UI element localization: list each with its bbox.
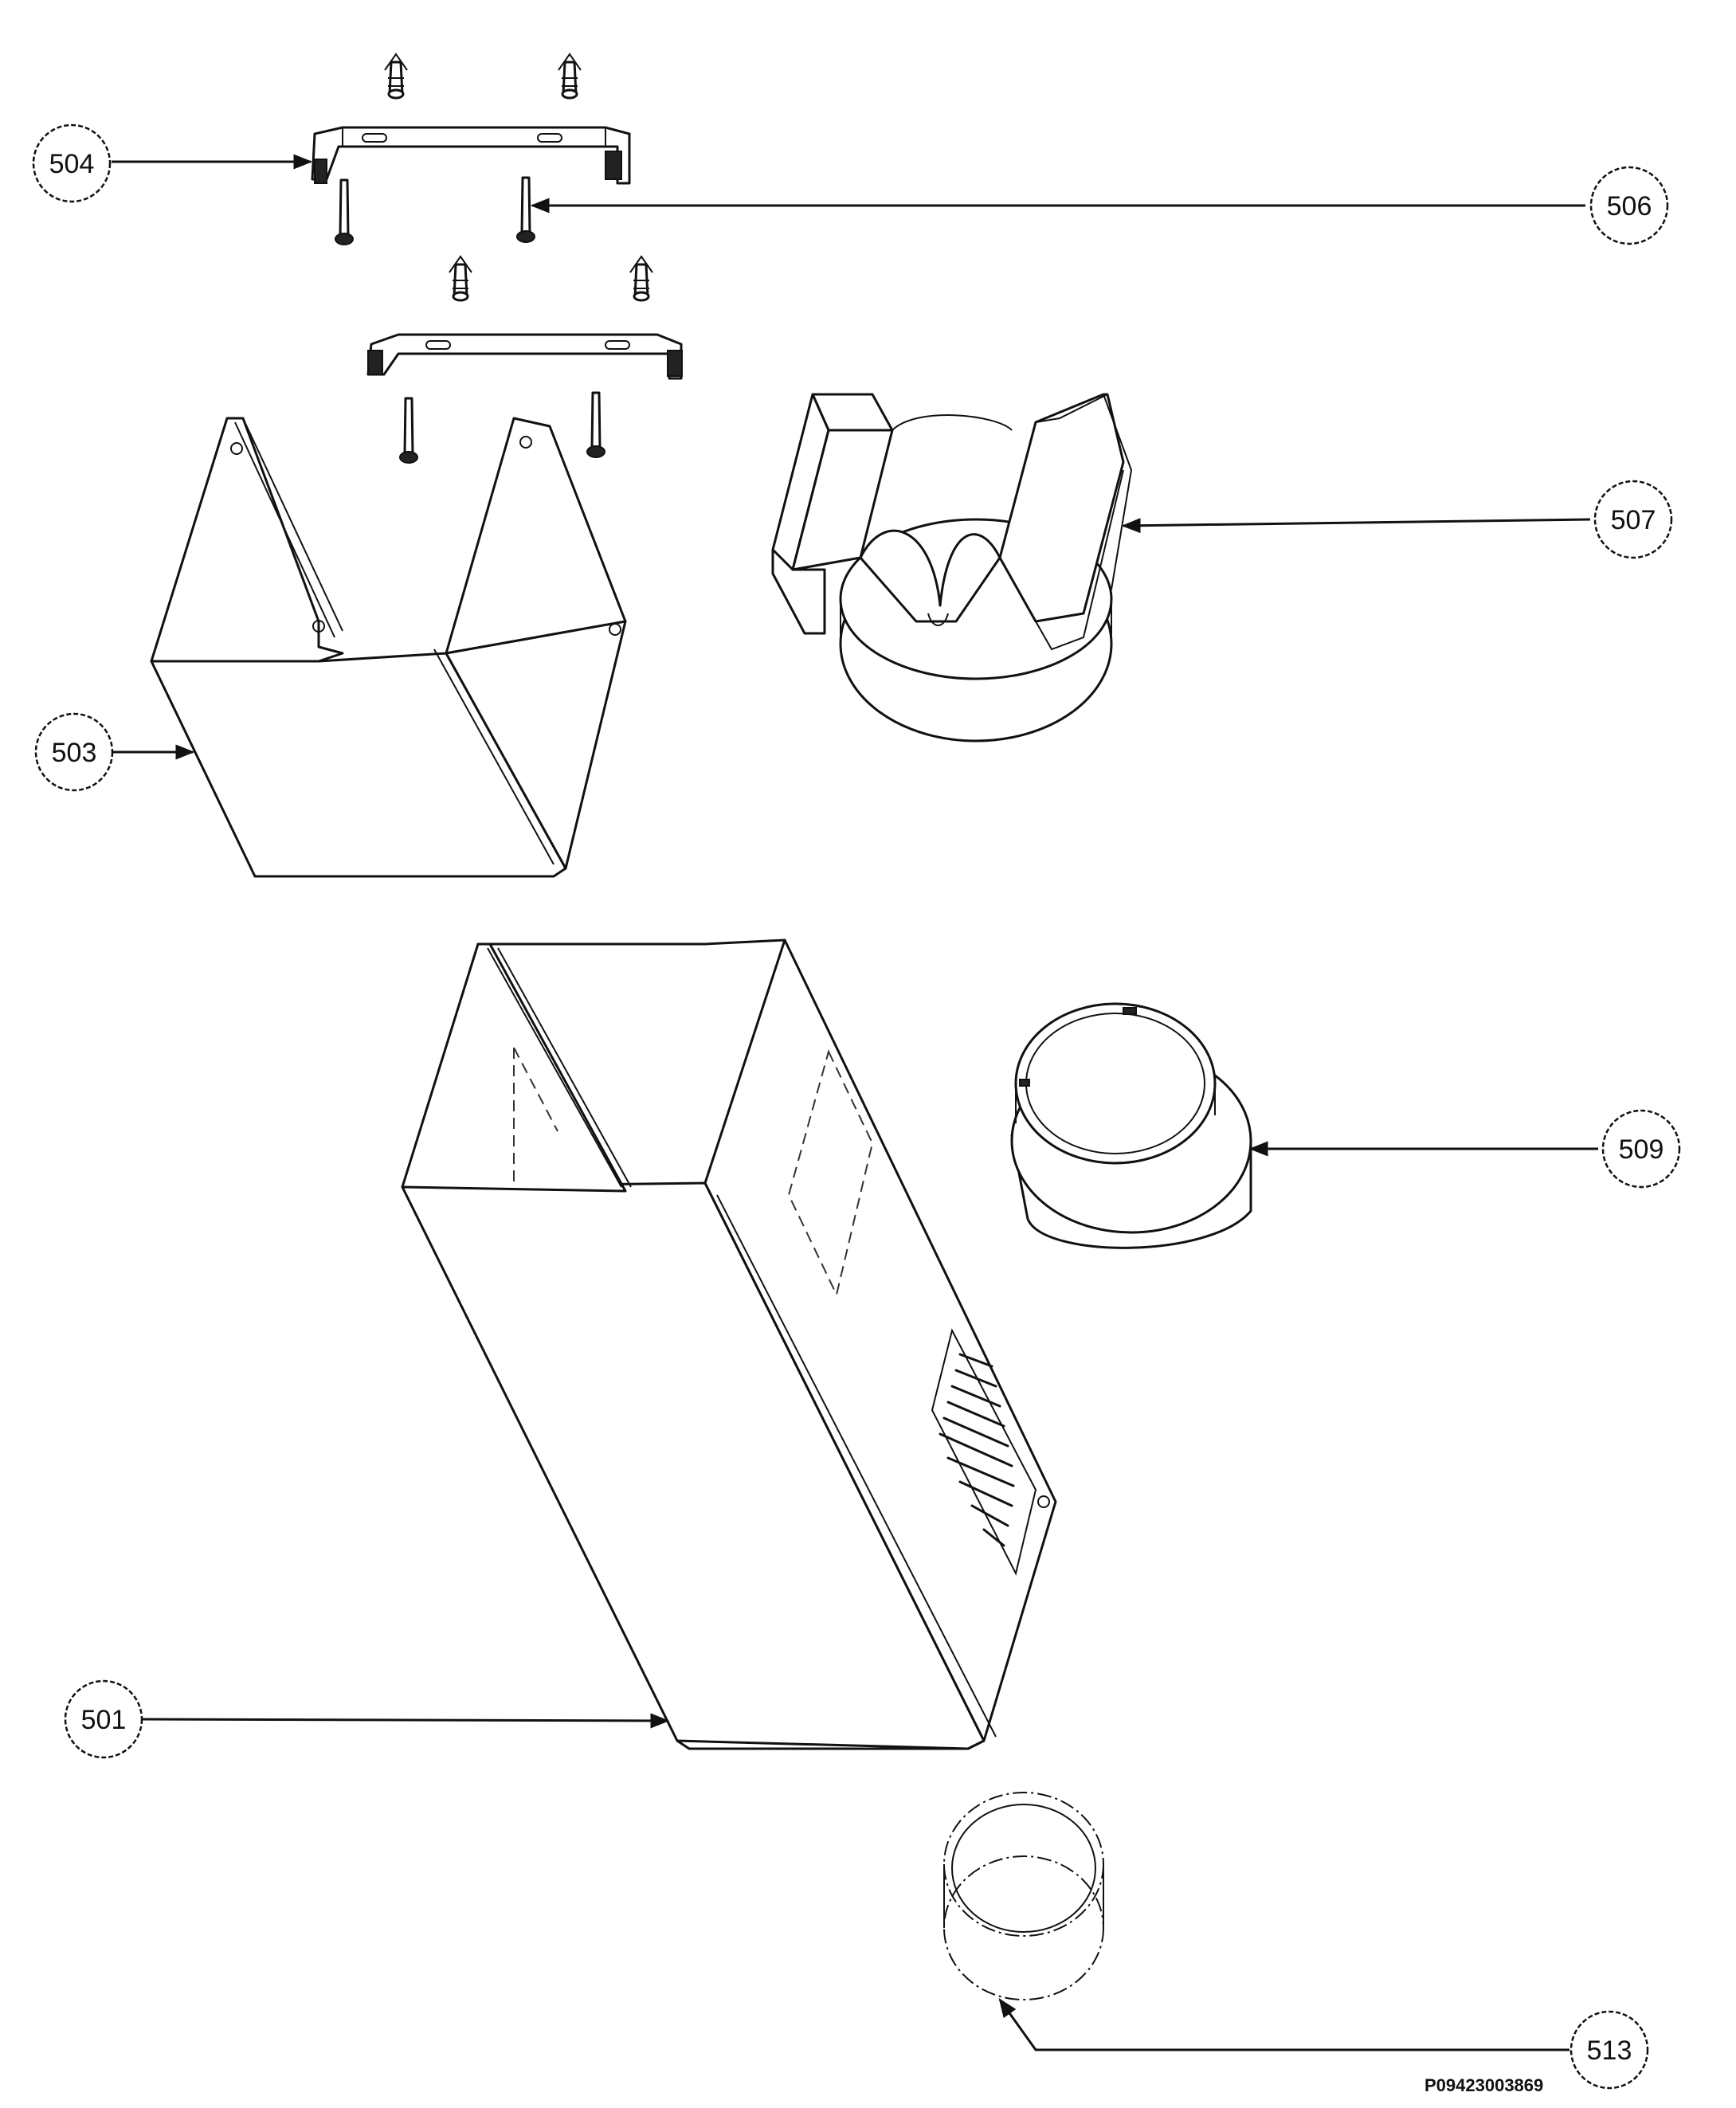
leader-lines [112,154,1598,2051]
callout-label: 513 [1587,2036,1632,2066]
screw [586,391,606,459]
wall-plug [629,255,654,302]
callout-509: 509 [1601,1109,1681,1189]
callout-label: 503 [52,738,97,768]
screw [515,176,536,244]
wall-plug [557,53,582,100]
callout-506: 506 [1589,166,1669,245]
wall-bracket-lower [366,255,683,464]
callout-label: 501 [81,1705,127,1735]
callout-label: 507 [1611,505,1656,535]
callout-label: 506 [1607,191,1652,221]
callout-501: 501 [64,1679,143,1759]
screw [334,178,355,246]
callout-507: 507 [1593,480,1673,559]
callout-503: 503 [34,712,114,792]
wall-plug [448,255,473,302]
screw [398,397,419,464]
duct-adapter [771,393,1133,743]
reducer-ring [1010,1002,1252,1249]
callout-label: 509 [1619,1134,1664,1165]
callout-label: 504 [49,149,95,179]
wall-bracket-upper [311,53,631,246]
chimney-lower-section [401,938,1057,1750]
callout-504: 504 [32,123,112,203]
vent-grille [931,1328,1037,1576]
callout-513: 513 [1569,2010,1649,2090]
clamp-ring [943,1792,1104,2000]
chimney-upper-section [150,417,627,878]
drawing-code: P09423003869 [1424,2075,1543,2095]
wall-plug [383,53,409,100]
